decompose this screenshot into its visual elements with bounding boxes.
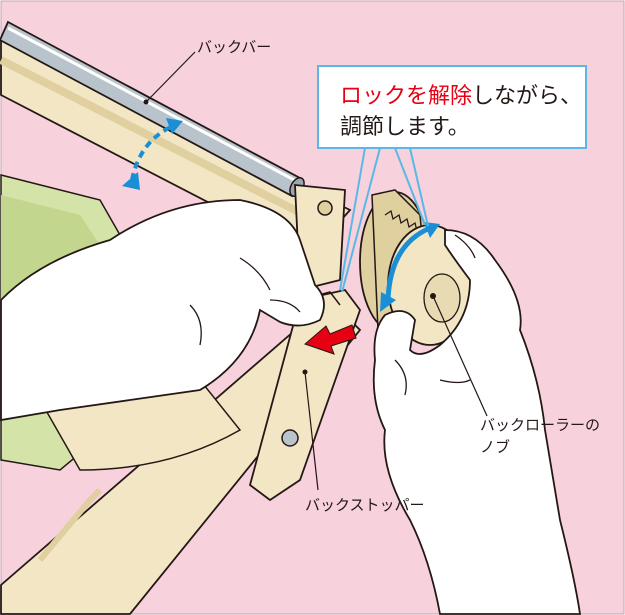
callout: ロックを解除しながら、 調節します。 [317, 65, 587, 293]
back-bar-leader [145, 51, 196, 103]
left-hand [0, 199, 325, 422]
back-bar-motion-arrow-icon [122, 118, 183, 190]
green-fabric-shade [1, 195, 110, 300]
callout-line1-rest: しながら、 [472, 83, 582, 108]
right-hand [372, 229, 582, 615]
back-stopper-leader-dot [302, 369, 308, 375]
callout-line2: 調節します。 [340, 114, 470, 139]
back-stopper-leader [304, 371, 319, 491]
back-stopper-label: バックストッパー [305, 497, 425, 514]
unlock-arrow-icon [304, 324, 357, 355]
callout-line1-red: ロックを解除 [340, 83, 472, 108]
back-roller-knob-label-group: バックローラーの ノブ [432, 295, 600, 456]
lower-frame-rail [0, 298, 362, 615]
back-bar-label-group: バックバー [143, 39, 271, 105]
back-roller-knob-label-line1: バックローラーの [480, 417, 600, 434]
back-bar-leader-dot [143, 99, 149, 105]
lower-frame-rail-shade [37, 487, 103, 562]
back-bar [0, 20, 305, 198]
back-roller-knob-label-line2: ノブ [480, 438, 510, 456]
back-stopper-label-group: バックストッパー [302, 369, 425, 514]
back-roller-knob-leader [432, 295, 488, 417]
upper-frame-rail-shade [0, 56, 332, 232]
callout-line1: ロックを解除しながら、 [340, 83, 582, 108]
back-bar-label: バックバー [197, 39, 271, 56]
callout-box [317, 65, 587, 149]
